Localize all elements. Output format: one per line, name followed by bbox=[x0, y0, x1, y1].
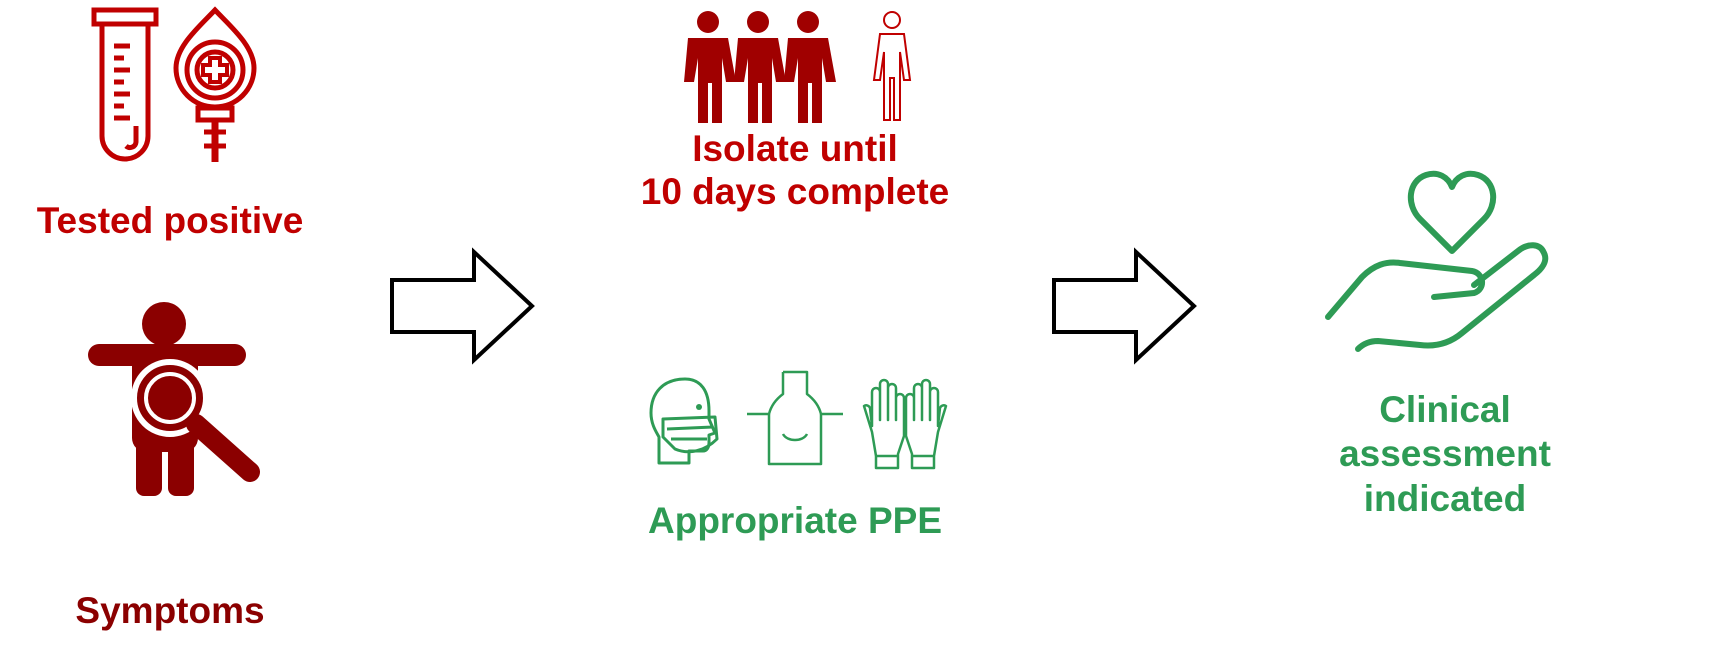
tested-positive-label: Tested positive bbox=[36, 200, 304, 241]
people-group-icon bbox=[684, 10, 924, 125]
clinical-assessment-label: Clinical assessment indicated bbox=[1330, 388, 1560, 521]
test-tube-icon bbox=[90, 6, 160, 166]
ppe-label: Appropriate PPE bbox=[648, 500, 942, 541]
apron-icon bbox=[745, 368, 845, 468]
right-arrow-icon bbox=[1052, 247, 1197, 365]
isolate-line-2: 10 days complete bbox=[640, 170, 950, 212]
symptoms-label: Symptoms bbox=[75, 590, 265, 631]
isolate-line-1: Isolate until bbox=[692, 128, 898, 169]
gloves-icon bbox=[860, 376, 950, 471]
right-arrow-icon bbox=[390, 247, 535, 365]
assessment-line-1: Clinical bbox=[1379, 389, 1511, 430]
heart-hand-icon bbox=[1322, 165, 1562, 365]
isolate-label: Isolate until 10 days complete bbox=[600, 128, 990, 213]
person-magnifier-icon bbox=[88, 300, 268, 500]
face-mask-icon bbox=[645, 375, 725, 467]
blood-drop-magnifier-icon bbox=[170, 6, 260, 166]
assessment-line-2: assessment bbox=[1339, 433, 1551, 475]
assessment-line-3: indicated bbox=[1363, 477, 1527, 519]
